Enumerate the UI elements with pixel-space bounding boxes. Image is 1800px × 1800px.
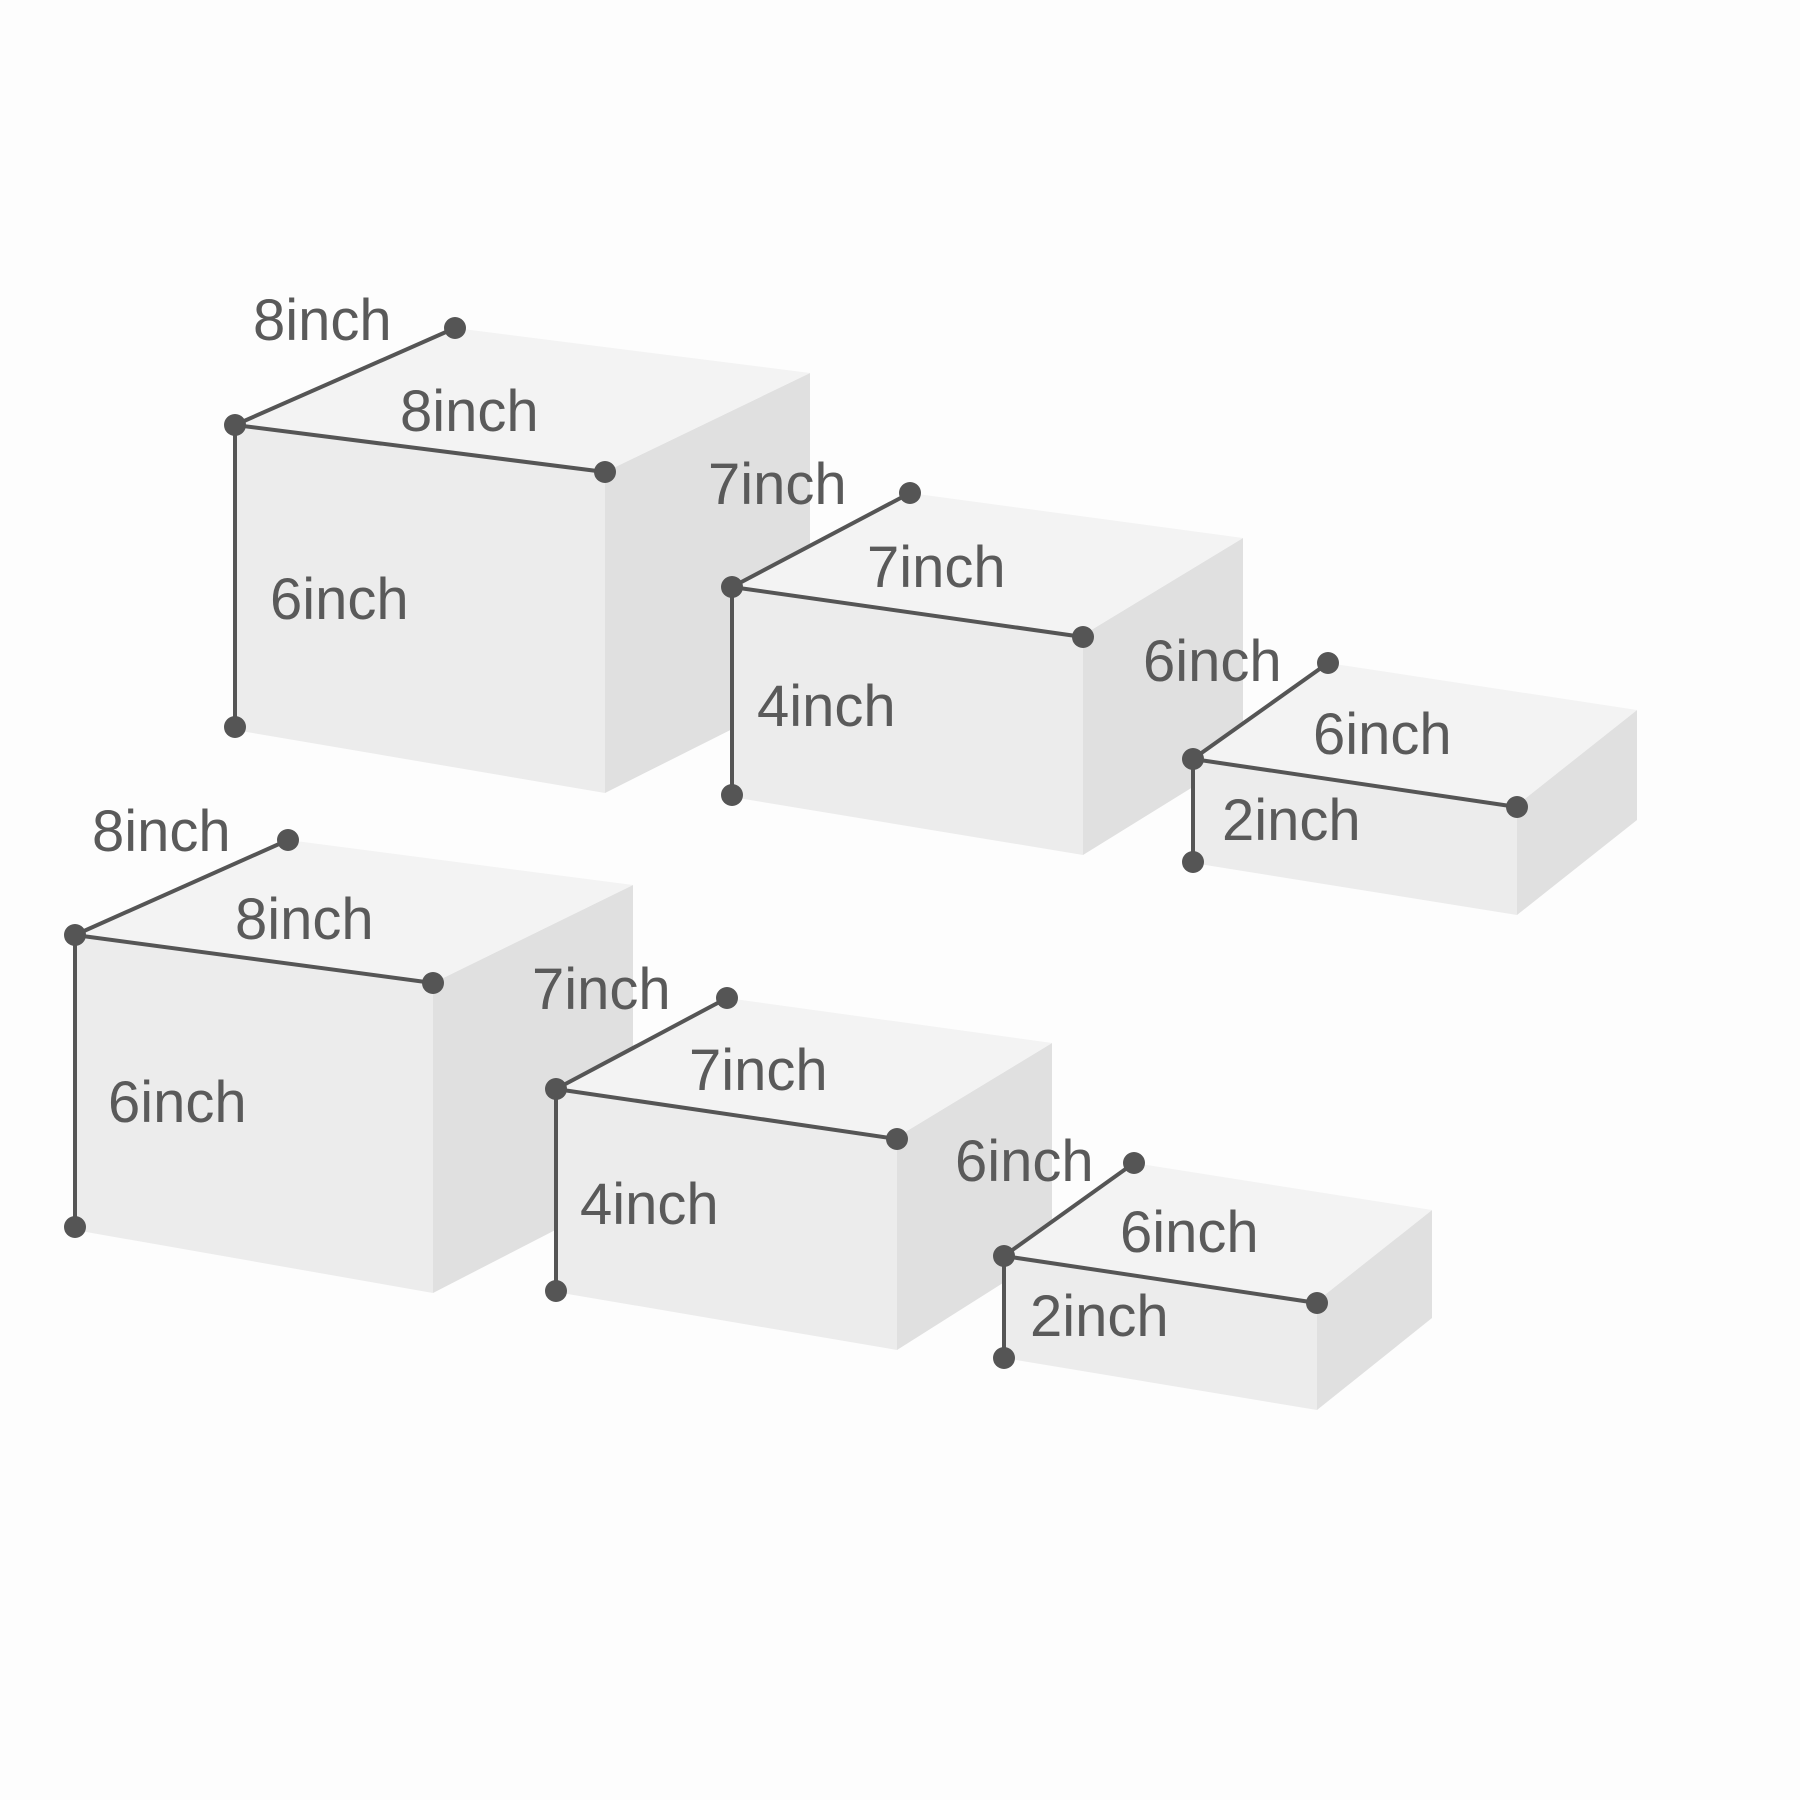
dimension-endpoint [422, 972, 444, 994]
width-dimension-line [234, 423, 606, 474]
box-large-2: 8inch 8inch 6inch [64, 799, 633, 1293]
width-dimension-line [731, 585, 1084, 639]
box-medium-1: 7inch 7inch 4inch [708, 452, 1243, 855]
dimension-endpoint [277, 829, 299, 851]
dimension-endpoint [64, 1216, 86, 1238]
dimension-endpoint [545, 1078, 567, 1100]
height-label: 6inch [270, 567, 409, 632]
dimension-endpoint [444, 317, 466, 339]
box-side-face [1317, 1210, 1432, 1410]
height-label: 6inch [108, 1070, 247, 1135]
width-label: 8inch [400, 379, 539, 444]
dimension-endpoint [1317, 652, 1339, 674]
width-label: 6inch [1120, 1200, 1259, 1265]
dimension-endpoint [224, 414, 246, 436]
height-label: 2inch [1030, 1284, 1169, 1349]
depth-dimension-line [234, 326, 456, 427]
width-label: 7inch [689, 1038, 828, 1103]
box-top-face [75, 840, 633, 983]
width-label: 7inch [867, 535, 1006, 600]
box-front-face [1193, 759, 1517, 915]
depth-label: 7inch [532, 957, 671, 1022]
depth-dimension-line [731, 491, 911, 589]
box-side-face [1517, 710, 1637, 915]
depth-label: 8inch [92, 799, 231, 864]
dimension-endpoint [721, 576, 743, 598]
dimension-endpoint [1306, 1292, 1328, 1314]
box-top-face [235, 328, 810, 472]
box-front-face [235, 425, 605, 793]
dimension-endpoint [545, 1280, 567, 1302]
dimension-endpoint [721, 784, 743, 806]
dimension-endpoint [716, 987, 738, 1009]
height-label: 4inch [580, 1172, 719, 1237]
width-label: 8inch [235, 887, 374, 952]
box-front-face [1004, 1256, 1317, 1410]
dimension-endpoint [1506, 796, 1528, 818]
box-small-1: 6inch 6inch 2inch [1143, 629, 1637, 915]
box-small-2: 6inch 6inch 2inch [955, 1129, 1432, 1410]
depth-label: 7inch [708, 452, 847, 517]
dimension-endpoint [899, 482, 921, 504]
box-top-face [732, 493, 1243, 635]
depth-dimension-line [1002, 1161, 1136, 1258]
dimension-endpoint [886, 1128, 908, 1150]
box-front-face [75, 935, 433, 1293]
box-top-face [556, 998, 1052, 1137]
dimension-endpoint [1123, 1152, 1145, 1174]
dimension-endpoint [64, 924, 86, 946]
width-dimension-line [1192, 757, 1518, 809]
dimension-endpoint [993, 1245, 1015, 1267]
width-label: 6inch [1313, 702, 1452, 767]
box-top-face [1193, 663, 1637, 805]
box-front-face [556, 1089, 897, 1350]
box-top-face [1004, 1163, 1432, 1301]
dimension-endpoint [993, 1347, 1015, 1369]
box-medium-2: 7inch 7inch 4inch [532, 957, 1052, 1350]
dimension-endpoint [1182, 748, 1204, 770]
width-dimension-line [555, 1087, 898, 1141]
depth-dimension-line [74, 838, 289, 937]
depth-label: 6inch [955, 1129, 1094, 1194]
box-large-1: 8inch 8inch 6inch [224, 288, 810, 793]
dimension-endpoint [224, 716, 246, 738]
dimension-endpoint [1182, 851, 1204, 873]
depth-dimension-line [555, 996, 728, 1091]
width-dimension-line [74, 933, 434, 985]
depth-label: 8inch [253, 288, 392, 353]
depth-label: 6inch [1143, 629, 1282, 694]
dimension-endpoint [1072, 626, 1094, 648]
height-label: 4inch [757, 674, 896, 739]
width-dimension-line [1003, 1254, 1318, 1305]
box-front-face [732, 587, 1083, 855]
depth-dimension-line [1191, 661, 1330, 761]
dimension-endpoint [594, 461, 616, 483]
height-label: 2inch [1222, 788, 1361, 853]
